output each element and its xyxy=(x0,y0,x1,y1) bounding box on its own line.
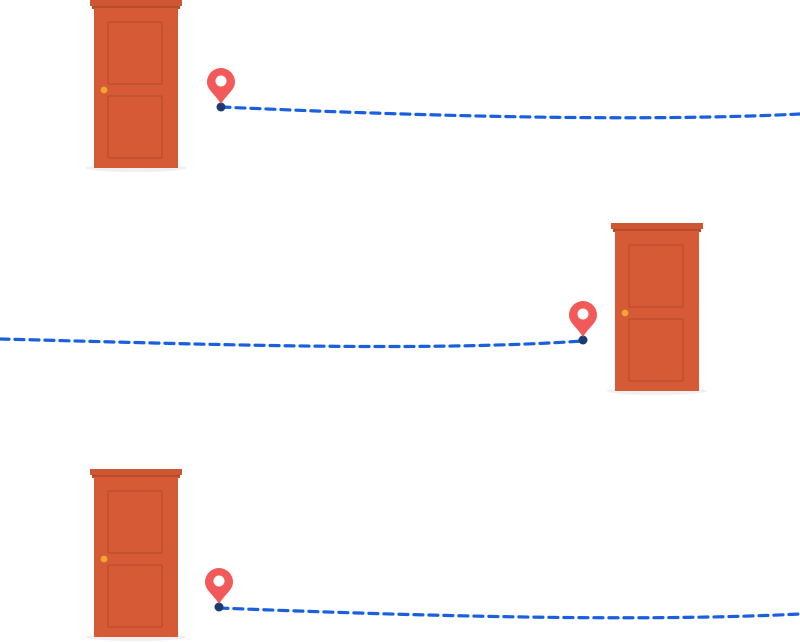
row-1 xyxy=(86,0,800,172)
row-3 xyxy=(86,469,800,641)
location-pin-icon xyxy=(205,568,233,612)
row-2 xyxy=(0,223,707,395)
route-path xyxy=(217,606,800,620)
door-icon xyxy=(607,223,707,395)
route-path xyxy=(0,337,585,349)
door-icon xyxy=(86,0,186,172)
route-path xyxy=(219,105,800,120)
location-pin-icon xyxy=(569,301,597,345)
door-icon xyxy=(86,469,186,641)
location-pin-icon xyxy=(207,68,235,112)
